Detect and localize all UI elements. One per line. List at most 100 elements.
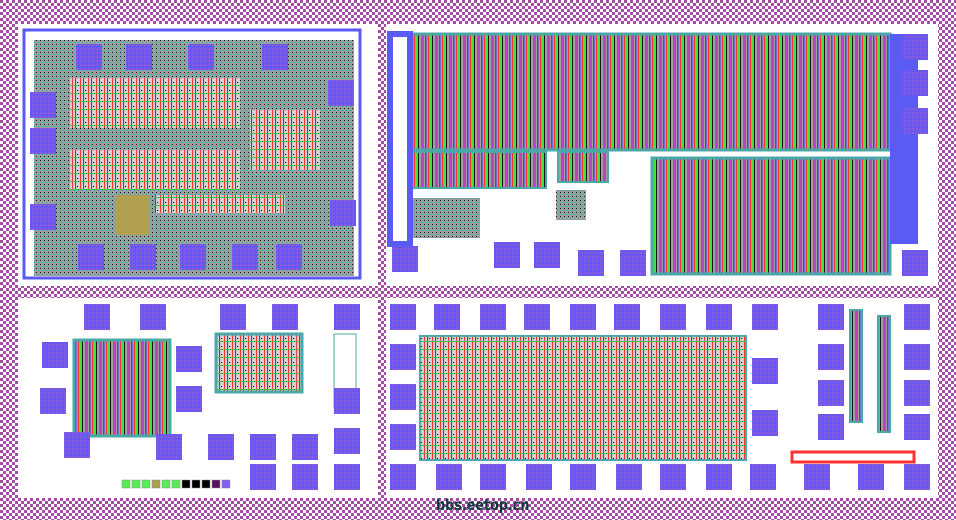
bond-pad	[904, 304, 930, 330]
bottom-right-logic	[419, 335, 747, 461]
bond-pad	[818, 380, 844, 406]
bond-pad	[76, 44, 102, 70]
logic-block	[70, 78, 240, 128]
bond-pad	[30, 128, 56, 154]
bond-pad	[232, 244, 258, 270]
layer-swatch	[201, 479, 211, 489]
resistor-strip	[877, 315, 891, 433]
sub-block	[412, 198, 480, 238]
layer-swatch	[211, 479, 221, 489]
bond-pad	[660, 464, 686, 490]
finger-array-top	[410, 32, 892, 152]
bond-pad	[818, 414, 844, 440]
bond-pad	[42, 342, 68, 368]
bond-pad	[858, 464, 884, 490]
bond-pad	[570, 464, 596, 490]
bond-pad	[902, 70, 928, 96]
bond-pad	[526, 464, 552, 490]
bond-pad	[904, 344, 930, 370]
watermark: bbs.eetop.cn	[436, 496, 530, 514]
metal-route	[890, 34, 918, 244]
capacitor-block	[115, 195, 150, 235]
bond-pad	[328, 80, 354, 106]
bond-pad	[390, 464, 416, 490]
bond-pad	[140, 304, 166, 330]
bond-pad	[902, 34, 928, 60]
bond-pad	[752, 358, 778, 384]
bond-pad	[818, 344, 844, 370]
bond-pad	[534, 242, 560, 268]
bond-pad	[176, 386, 202, 412]
bond-pad	[804, 464, 830, 490]
bond-pad	[390, 304, 416, 330]
bond-pad	[64, 432, 90, 458]
bond-pad	[480, 464, 506, 490]
bond-pad	[902, 250, 928, 276]
layer-swatch	[221, 479, 231, 489]
logic-block	[250, 110, 320, 170]
bond-pad	[752, 304, 778, 330]
bond-pad	[292, 434, 318, 460]
layer-swatch	[181, 479, 191, 489]
bond-pad	[480, 304, 506, 330]
sub-block	[556, 190, 586, 220]
bond-pad	[334, 304, 360, 330]
bond-pad	[752, 410, 778, 436]
metal-route	[387, 31, 413, 247]
bond-pad	[126, 44, 152, 70]
layer-swatch	[141, 479, 151, 489]
bond-pad	[392, 246, 418, 272]
bond-pad	[706, 464, 732, 490]
finger-array-bottom	[650, 156, 892, 276]
bond-pad	[904, 414, 930, 440]
finger-array-mid	[411, 151, 547, 189]
bond-pad	[30, 204, 56, 230]
bond-pad	[262, 44, 288, 70]
bond-pad	[904, 380, 930, 406]
bond-pad	[620, 250, 646, 276]
bond-pad	[250, 464, 276, 490]
bond-pad	[660, 304, 686, 330]
layer-swatch	[121, 479, 131, 489]
bond-pad	[208, 434, 234, 460]
bond-pad	[180, 244, 206, 270]
bond-pad	[272, 304, 298, 330]
bond-pad	[390, 344, 416, 370]
bond-pad	[434, 304, 460, 330]
bond-pad	[494, 242, 520, 268]
bond-pad	[706, 304, 732, 330]
bond-pad	[188, 44, 214, 70]
panel-top-left-border	[22, 28, 362, 280]
resistor-strip	[849, 309, 863, 423]
bond-pad	[220, 304, 246, 330]
bond-pad	[30, 92, 56, 118]
red-route	[790, 450, 916, 464]
bond-pad	[390, 424, 416, 450]
bond-pad	[156, 434, 182, 460]
layer-swatch	[151, 479, 161, 489]
bottom-left-array	[72, 338, 172, 438]
bond-pad	[750, 464, 776, 490]
bond-pad	[250, 434, 276, 460]
bond-pad	[904, 464, 930, 490]
bond-pad	[330, 200, 356, 226]
bond-pad	[334, 428, 360, 454]
bond-pad	[570, 304, 596, 330]
bond-pad	[292, 464, 318, 490]
layer-swatch	[161, 479, 171, 489]
bond-pad	[84, 304, 110, 330]
bond-pad	[902, 108, 928, 134]
logic-block	[155, 195, 285, 213]
bond-pad	[176, 346, 202, 372]
bond-pad	[818, 304, 844, 330]
bond-pad	[334, 388, 360, 414]
bottom-left-logic	[214, 332, 304, 394]
bond-pad	[616, 464, 642, 490]
bond-pad	[130, 244, 156, 270]
bond-pad	[334, 464, 360, 490]
layer-swatch	[191, 479, 201, 489]
bond-pad	[436, 464, 462, 490]
bond-pad	[578, 250, 604, 276]
